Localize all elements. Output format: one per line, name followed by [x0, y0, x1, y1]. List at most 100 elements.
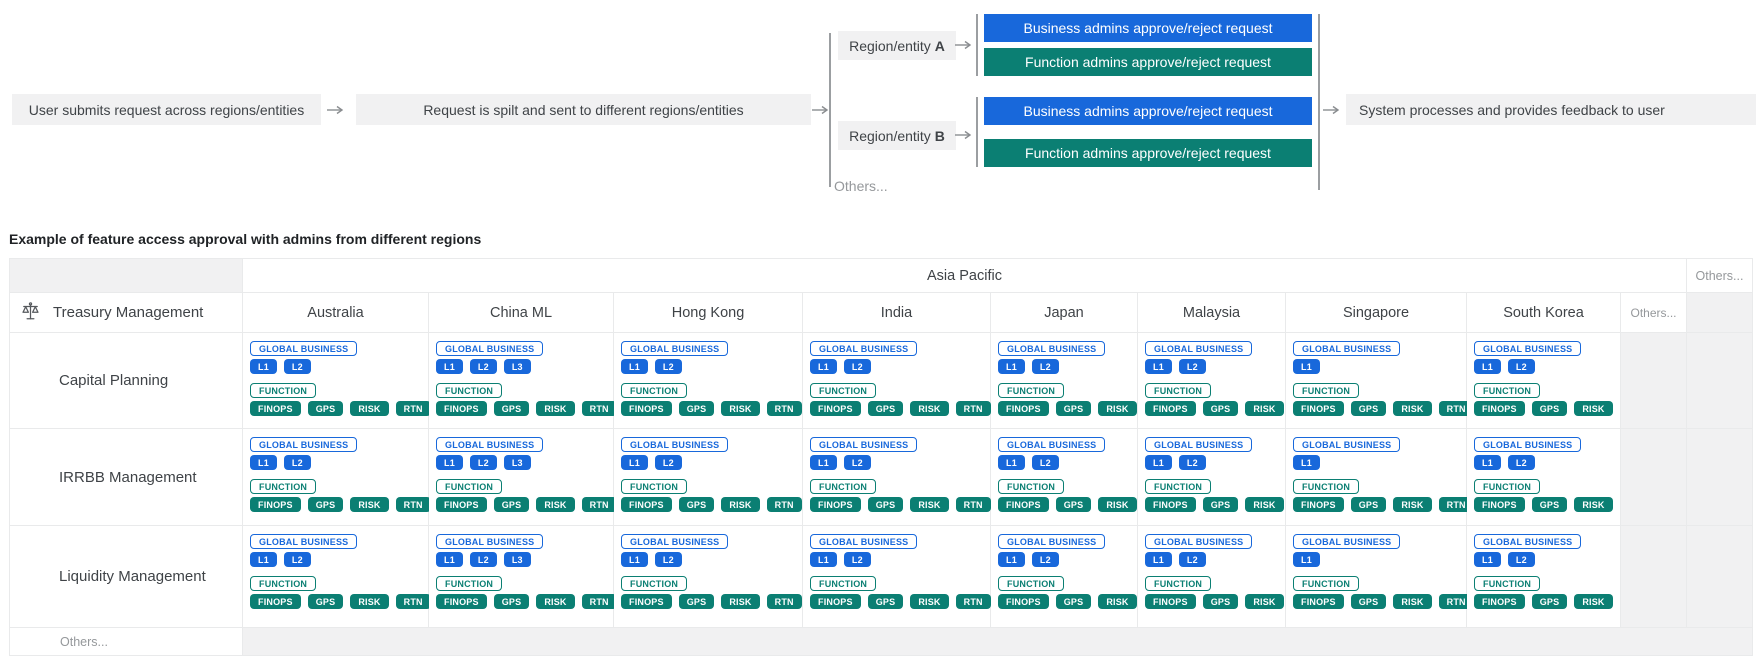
function-badge: FUNCTION [1145, 479, 1212, 494]
global-business-badge: GLOBAL BUSINESS [1145, 437, 1253, 452]
global-business-badge-row: GLOBAL BUSINESS [998, 341, 1133, 356]
function-area-badge: RTN [395, 497, 431, 512]
empty-gray-cell [1687, 526, 1753, 628]
flow-arrow-icon [1323, 105, 1340, 115]
level-badge: L1 [250, 455, 277, 470]
function-area-badge: GPS [678, 594, 715, 609]
global-business-badge-row: GLOBAL BUSINESS [1145, 437, 1281, 452]
global-business-badge-row: GLOBAL BUSINESS [436, 341, 609, 356]
function-area-badge: GPS [1350, 594, 1387, 609]
function-badge-row: FUNCTION [1293, 576, 1462, 591]
function-area-badge: RISK [910, 401, 949, 416]
function-area-badge: RISK [721, 594, 760, 609]
global-business-badge: GLOBAL BUSINESS [621, 534, 729, 549]
level-badge: L2 [654, 552, 682, 567]
function-badge-row: FUNCTION [250, 576, 424, 591]
level-badge: L1 [1293, 552, 1320, 567]
global-business-badge-row: GLOBAL BUSINESS [1293, 437, 1462, 452]
function-area-badge: GPS [1055, 401, 1092, 416]
level-badge: L1 [250, 552, 277, 567]
level-badge: L1 [1145, 455, 1172, 470]
function-area-badge: GPS [493, 497, 530, 512]
level-badge: L2 [843, 359, 871, 374]
business-line-header: Treasury Management [10, 293, 243, 333]
global-business-badge: GLOBAL BUSINESS [810, 534, 918, 549]
function-area-badge: FINOPS [250, 594, 301, 609]
function-badge-row: FUNCTION [1145, 383, 1281, 398]
function-area-badge: RISK [1245, 497, 1284, 512]
global-business-badge: GLOBAL BUSINESS [1474, 437, 1582, 452]
global-business-badge-row: GLOBAL BUSINESS [621, 534, 798, 549]
level-badge: L2 [1507, 455, 1535, 470]
function-area-badge: GPS [493, 594, 530, 609]
function-badge-row: FUNCTION [1474, 383, 1616, 398]
function-area-badge: FINOPS [1293, 594, 1344, 609]
global-business-badge-row: GLOBAL BUSINESS [436, 534, 609, 549]
global-business-badge: GLOBAL BUSINESS [1474, 341, 1582, 356]
global-business-badge-row: GLOBAL BUSINESS [998, 534, 1133, 549]
function-area-badge: GPS [493, 401, 530, 416]
level-badge: L1 [436, 359, 463, 374]
level-badge: L1 [810, 359, 837, 374]
function-badge: FUNCTION [998, 576, 1065, 591]
others-country-header: Others... [1621, 293, 1687, 333]
level-badge: L2 [1178, 359, 1206, 374]
global-business-badge: GLOBAL BUSINESS [250, 341, 358, 356]
business-line-label: Treasury Management [53, 304, 204, 321]
global-business-badge: GLOBAL BUSINESS [998, 534, 1106, 549]
function-badge-row: FUNCTION [998, 576, 1133, 591]
function-badge-row: FUNCTION [436, 383, 609, 398]
function-badge: FUNCTION [621, 383, 688, 398]
function-area-badge: RISK [910, 497, 949, 512]
function-area-badge: RISK [1574, 401, 1613, 416]
global-business-badge-row: GLOBAL BUSINESS [436, 437, 609, 452]
global-business-badge: GLOBAL BUSINESS [621, 341, 729, 356]
function-badge: FUNCTION [1474, 479, 1541, 494]
global-business-badge: GLOBAL BUSINESS [250, 437, 358, 452]
country-header: Australia [243, 293, 429, 333]
global-business-badge-row: GLOBAL BUSINESS [810, 341, 986, 356]
level-badge: L3 [503, 359, 531, 374]
flow-arrow [327, 105, 347, 115]
function-area-badge: GPS [1531, 497, 1568, 512]
function-area-badge: GPS [307, 594, 344, 609]
function-area-badge: RTN [581, 401, 617, 416]
function-badge: FUNCTION [998, 383, 1065, 398]
function-area-badge: GPS [307, 497, 344, 512]
country-header: India [803, 293, 991, 333]
function-area-badge: GPS [867, 594, 904, 609]
branch-bracket-line [829, 33, 831, 187]
function-badge-row: FUNCTION [998, 383, 1133, 398]
flow-arrow [955, 130, 975, 140]
global-business-badge-row: GLOBAL BUSINESS [810, 534, 986, 549]
level-badge-row: L1 [1293, 359, 1462, 374]
function-badge-row: FUNCTION [621, 383, 798, 398]
global-business-badge: GLOBAL BUSINESS [1474, 534, 1582, 549]
function-area-badge: RTN [766, 594, 802, 609]
function-area-badge: RISK [350, 594, 389, 609]
function-area-badge: RTN [955, 594, 991, 609]
function-area-badge: FINOPS [1474, 401, 1525, 416]
